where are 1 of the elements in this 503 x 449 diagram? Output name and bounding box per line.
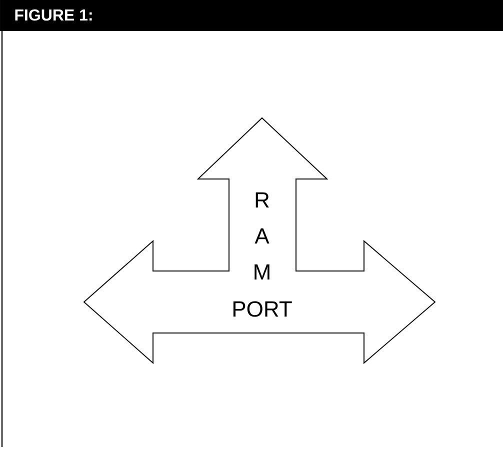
title-bar: FIGURE 1: xyxy=(0,0,503,31)
